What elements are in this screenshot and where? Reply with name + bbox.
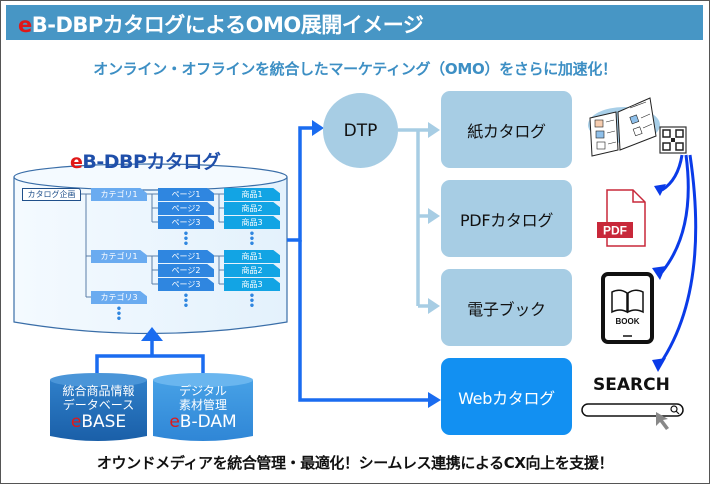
tree-item-node: 商品3 (224, 216, 280, 229)
ebdam-line2: 素材管理 (178, 398, 227, 412)
page-title: eB-DBPカタログによるOMO展開イメージ (18, 9, 424, 39)
qr-arrow-head-pdf (654, 184, 666, 196)
tree-item-node: 商品1 (224, 188, 280, 201)
search-label: SEARCH (593, 375, 670, 395)
qr-arrow-head-book (652, 266, 666, 280)
dtp-node: DTP (323, 93, 398, 168)
ebase-line2: データベース (62, 398, 135, 412)
arrow-head-ebook (428, 298, 440, 314)
ellipsis-dots: ••• (115, 304, 123, 325)
ebase-name: BASE (81, 412, 127, 432)
tree-category-node: カテゴリ1 (91, 250, 147, 263)
arrow-head-to-web (428, 392, 441, 408)
ebdam-name: B-DAM (179, 412, 237, 432)
tree-item-node: 商品1 (224, 250, 280, 263)
pdf-label: PDF (603, 224, 627, 238)
ebase-cylinder (50, 373, 147, 441)
output-paper-catalog: 紙カタログ (441, 91, 572, 168)
tree-page-node: ページ2 (158, 202, 214, 215)
db-title-e: e (70, 151, 83, 173)
tree-connectors (80, 193, 224, 298)
ebase-e: e (70, 412, 82, 432)
title-text-rest: B-DBPカタログによるOMO展開イメージ (31, 13, 424, 37)
tree-item-node: 商品2 (224, 264, 280, 277)
ebdam-cylinder (153, 373, 253, 441)
output-pdf-catalog: PDFカタログ (441, 180, 572, 257)
title-e-logo: e (18, 13, 32, 37)
tree-page-node: ページ1 (158, 188, 214, 201)
distribution-arrows (287, 126, 428, 402)
sources-to-db-arrow (95, 340, 205, 373)
output-ebook: 電子ブック (441, 269, 572, 346)
output-web-catalog: Webカタログ (441, 358, 572, 435)
catalog-book-icon (588, 97, 660, 157)
tree-item-node: 商品3 (224, 278, 280, 291)
arrow-head-pdf (428, 208, 440, 224)
tree-category-node: カテゴリ1 (91, 188, 147, 201)
tree-page-node: ページ3 (158, 278, 214, 291)
tree-page-node: ページ1 (158, 250, 214, 263)
ellipsis-dots: ••• (248, 291, 256, 312)
ellipsis-dots: ••• (182, 229, 190, 250)
title-bar: eB-DBPカタログによるOMO展開イメージ (6, 5, 703, 40)
arrow-head-paper (428, 122, 440, 138)
tree-item-node: 商品2 (224, 202, 280, 215)
arrow-head-to-dtp (312, 120, 324, 136)
ebase-label: 統合商品情報 データベース eBASE (50, 384, 147, 432)
footer-tagline: オウンドメディアを統合管理・最適化！シームレス連携によるCX向上を支援！ (96, 454, 614, 472)
db-title-rest: B-DBPカタログ (82, 151, 221, 173)
qr-arrows (658, 154, 698, 365)
pdf-file-icon: PDF (597, 189, 646, 247)
tree-page-node: ページ3 (158, 216, 214, 229)
book-label: BOOK (616, 317, 640, 326)
ebdam-e: e (169, 412, 180, 432)
ellipsis-dots: ••• (182, 291, 190, 312)
ebook-reader-icon: BOOK (601, 272, 654, 344)
subtitle: オンライン・オフラインを統合したマーケティング（OMO）をさらに加速化！ (93, 60, 617, 78)
tree-page-node: ページ2 (158, 264, 214, 277)
central-db-title: eB-DBPカタログ (70, 147, 221, 174)
tree-category-node: カテゴリ3 (91, 291, 147, 304)
cursor-arrow-icon (656, 412, 669, 430)
qr-code-icon (659, 126, 687, 154)
ebase-line1: 統合商品情報 (62, 384, 135, 398)
qr-arrow-head-search (652, 358, 666, 372)
arrow-head-to-db (141, 327, 163, 341)
ebdam-line1: デジタル (179, 384, 227, 398)
dtp-output-arrows (398, 128, 428, 308)
ellipsis-dots: ••• (248, 229, 256, 250)
search-bar-icon (581, 403, 684, 430)
tree-root-node: カタログ企画 (22, 188, 81, 201)
ebdam-label: デジタル 素材管理 eB-DAM (153, 384, 253, 432)
